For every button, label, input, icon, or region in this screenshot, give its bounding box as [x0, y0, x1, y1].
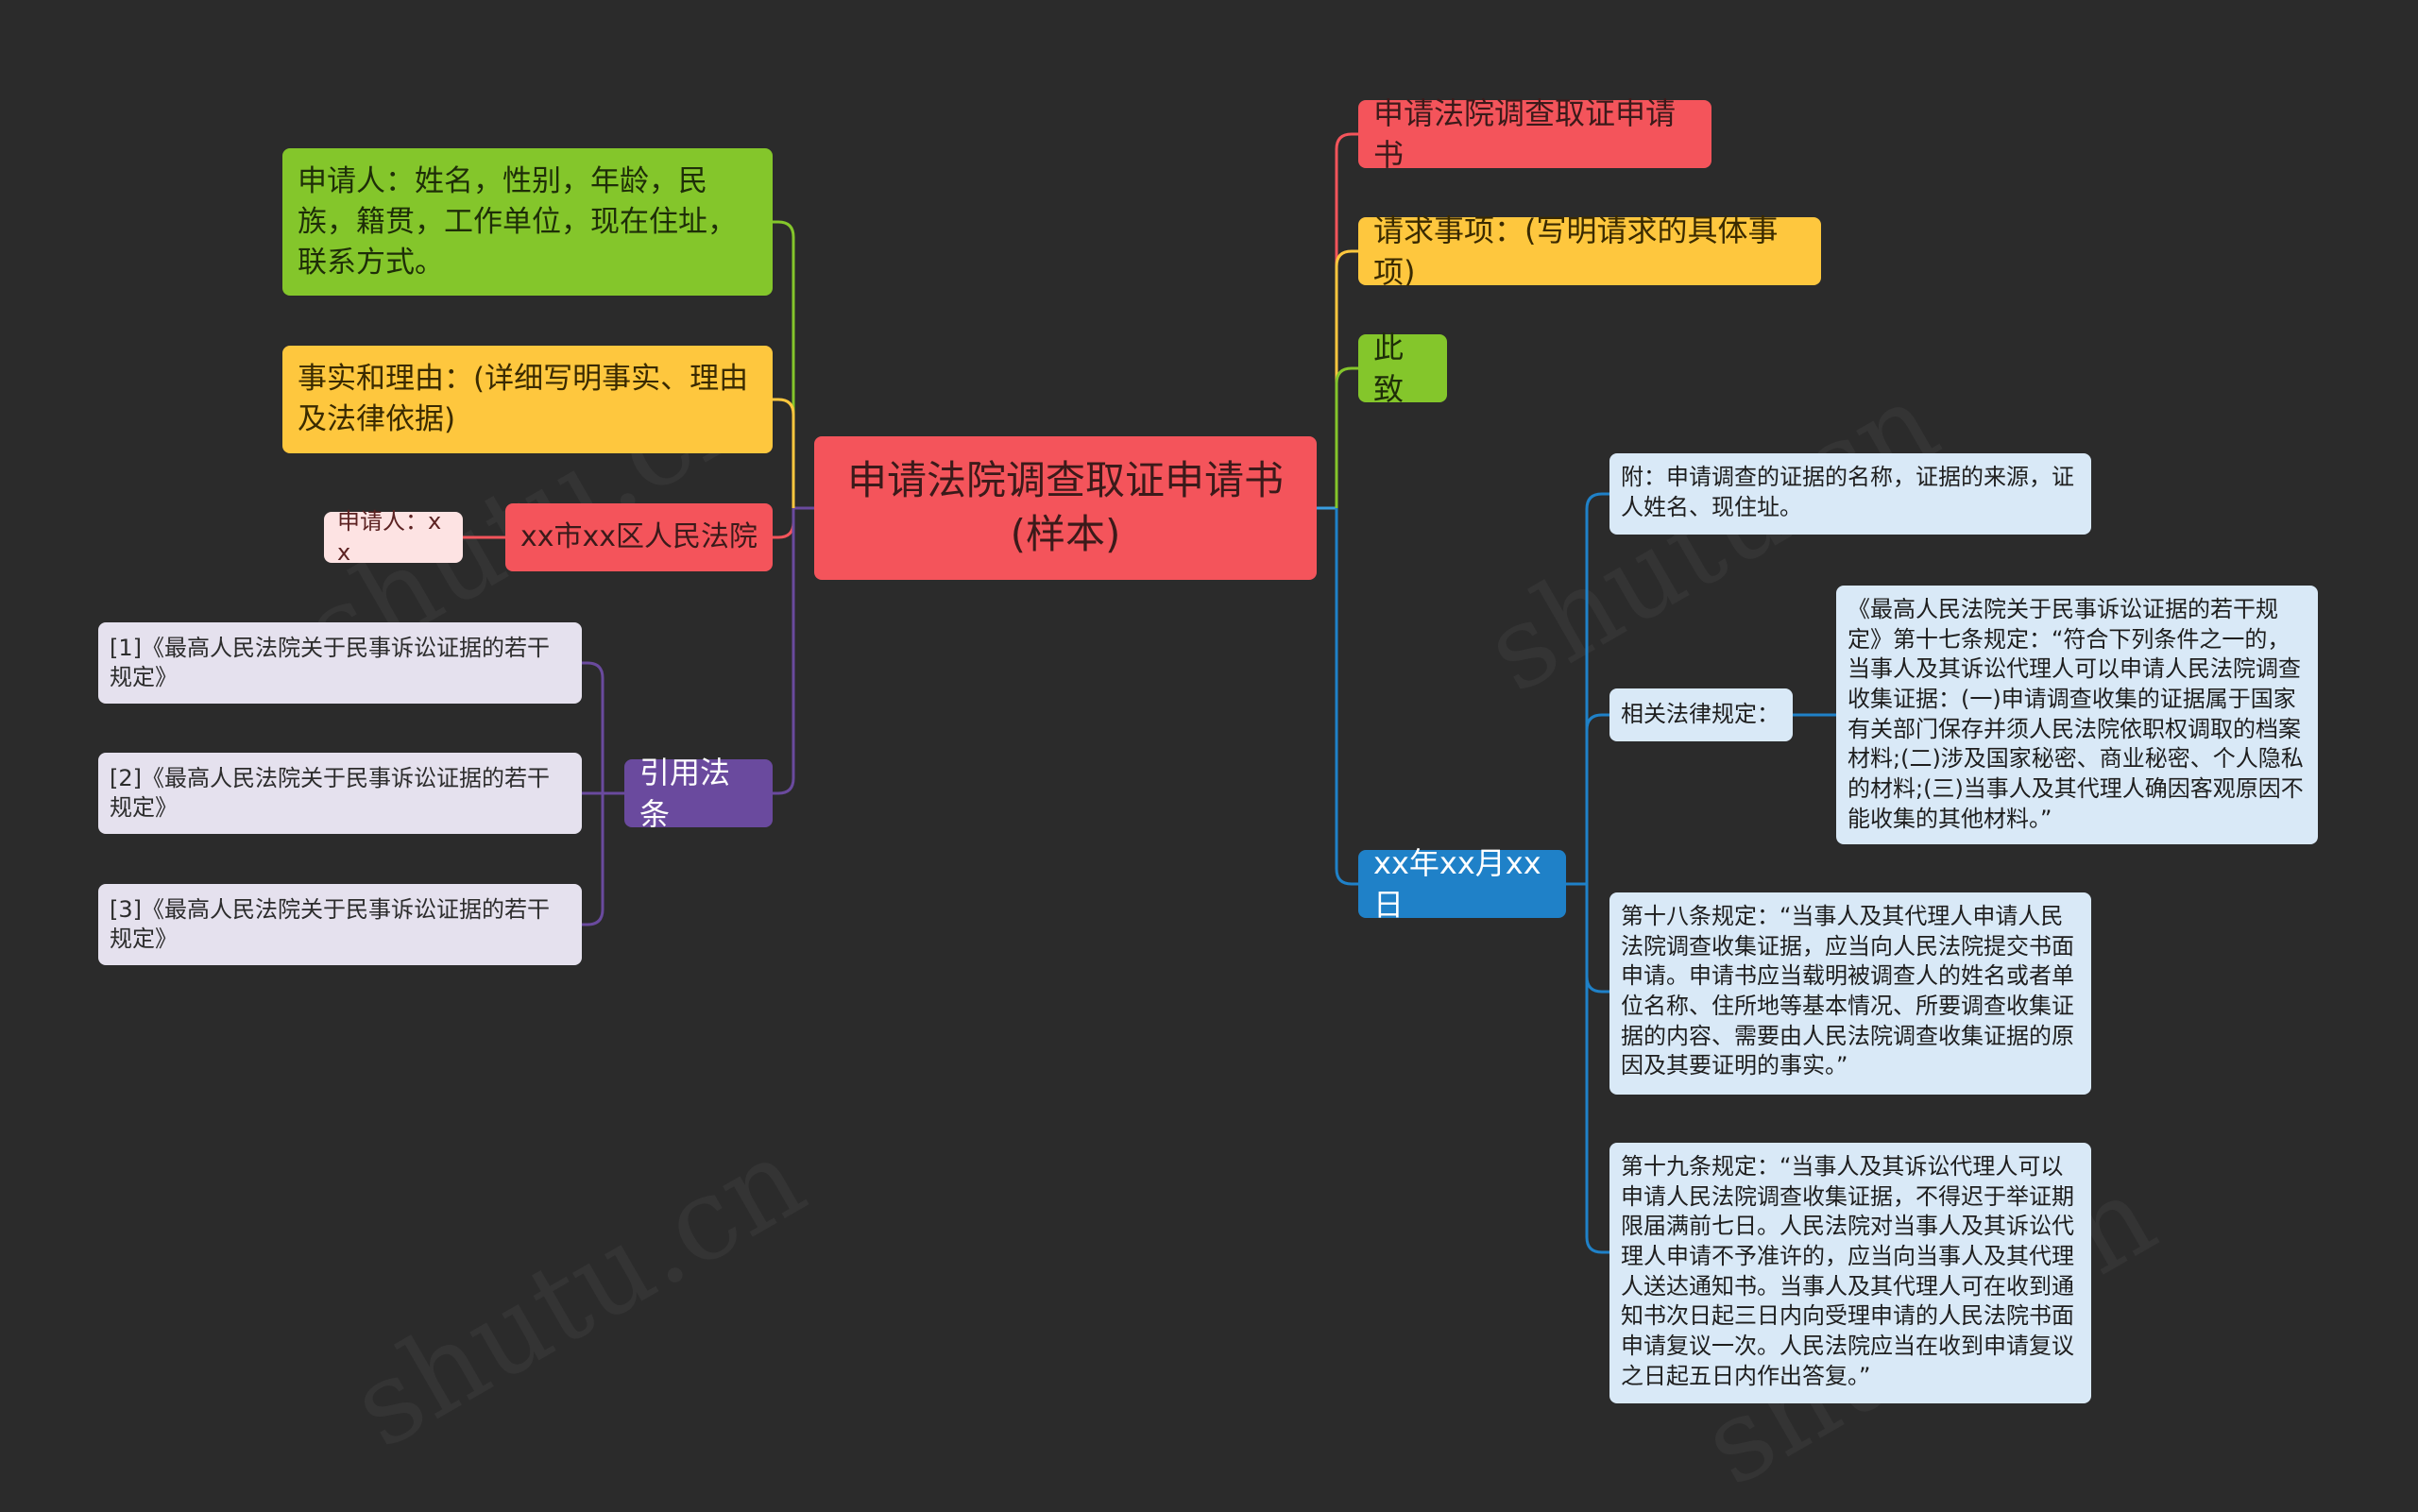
- citation-item[interactable]: [3]《最高人民法院关于民事诉讼证据的若干规定》: [98, 884, 582, 965]
- article-18-node[interactable]: 第十八条规定：“当事人及其代理人申请人民法院调查收集证据，应当向人民法院提交书面…: [1609, 892, 2091, 1095]
- request-node[interactable]: 请求事项：(写明请求的具体事项): [1358, 212, 1821, 290]
- citation-item[interactable]: [2]《最高人民法院关于民事诉讼证据的若干规定》: [98, 753, 582, 834]
- root-node[interactable]: 申请法院调查取证申请书 (样本): [814, 436, 1317, 580]
- citation-item[interactable]: [1]《最高人民法院关于民事诉讼证据的若干规定》: [98, 622, 582, 704]
- citations-node[interactable]: 引用法条: [624, 755, 773, 832]
- facts-node[interactable]: 事实和理由：(详细写明事实、理由及法律依据): [282, 346, 773, 453]
- root-subtitle: (样本): [1010, 511, 1121, 557]
- attachment-node[interactable]: 附：申请调查的证据的名称，证据的来源，证人姓名、现住址。: [1609, 453, 2091, 535]
- related-law-node[interactable]: 相关法律规定：: [1609, 688, 1793, 741]
- root-title: 申请法院调查取证申请书: [846, 457, 1284, 504]
- closing-node[interactable]: 此致: [1358, 330, 1447, 407]
- applicant-sign-node[interactable]: 申请人：xx: [324, 508, 463, 566]
- applicant-node[interactable]: 申请人：姓名，性别，年龄，民族，籍贯，工作单位，现在住址，联系方式。: [282, 148, 773, 296]
- article-17-node[interactable]: 《最高人民法院关于民事诉讼证据的若干规定》第十七条规定：“符合下列条件之一的，当…: [1836, 586, 2318, 844]
- court-node[interactable]: xx市xx区人民法院: [505, 503, 773, 571]
- article-19-node[interactable]: 第十九条规定：“当事人及其诉讼代理人可以申请人民法院调查收集证据，不得迟于举证期…: [1609, 1143, 2091, 1403]
- title-node[interactable]: 申请法院调查取证申请书: [1358, 95, 1711, 173]
- date-node[interactable]: xx年xx月xx日: [1358, 845, 1566, 923]
